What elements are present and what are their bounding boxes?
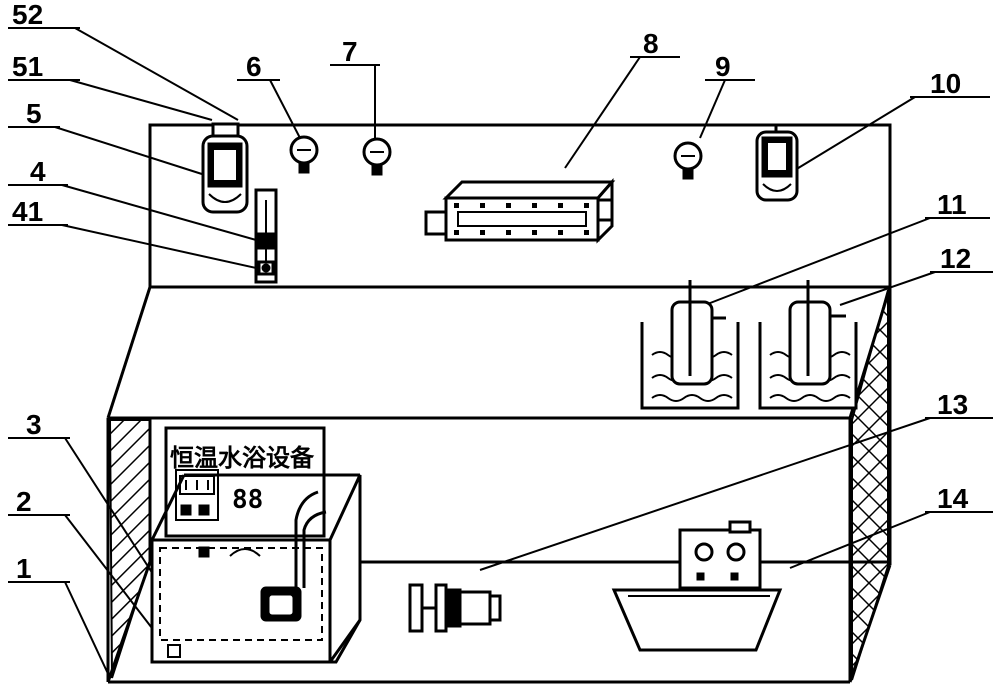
label-6: 6 — [246, 51, 262, 82]
label-5: 5 — [26, 98, 42, 129]
label-10: 10 — [930, 68, 961, 99]
flowmeter-4 — [254, 188, 278, 284]
label-14: 14 — [937, 483, 969, 514]
portable-meter-10 — [755, 126, 799, 202]
label-1: 1 — [16, 553, 32, 584]
leader-lines — [8, 27, 993, 679]
label-51: 51 — [12, 51, 43, 82]
beaker-electrode-11 — [640, 280, 740, 410]
tank-14 — [611, 520, 783, 652]
label-11: 11 — [937, 189, 967, 220]
label-3: 3 — [26, 409, 42, 440]
membrane-module-8 — [424, 178, 616, 244]
label-4: 4 — [30, 156, 46, 187]
label-41: 41 — [12, 196, 43, 227]
label-7: 7 — [342, 36, 358, 67]
label-13: 13 — [937, 389, 968, 420]
right-wall-crosshatch — [851, 289, 889, 681]
left-wall-hatch — [108, 419, 151, 679]
pressure-gauge-6 — [289, 135, 319, 174]
label-8: 8 — [643, 28, 659, 59]
label-2: 2 — [16, 486, 32, 517]
label-9: 9 — [715, 51, 731, 82]
bath-panel-label: 恒温水浴设备 — [170, 444, 315, 472]
portable-meter-5 — [201, 122, 249, 214]
pressure-gauge-7 — [362, 137, 392, 176]
label-52: 52 — [12, 0, 43, 30]
water-bath-device — [150, 426, 362, 664]
label-12: 12 — [940, 243, 971, 274]
pump-13 — [408, 583, 502, 633]
pressure-gauge-9 — [673, 141, 703, 180]
bath-panel-display: 88 — [232, 485, 263, 515]
beaker-electrode-12 — [758, 280, 858, 410]
